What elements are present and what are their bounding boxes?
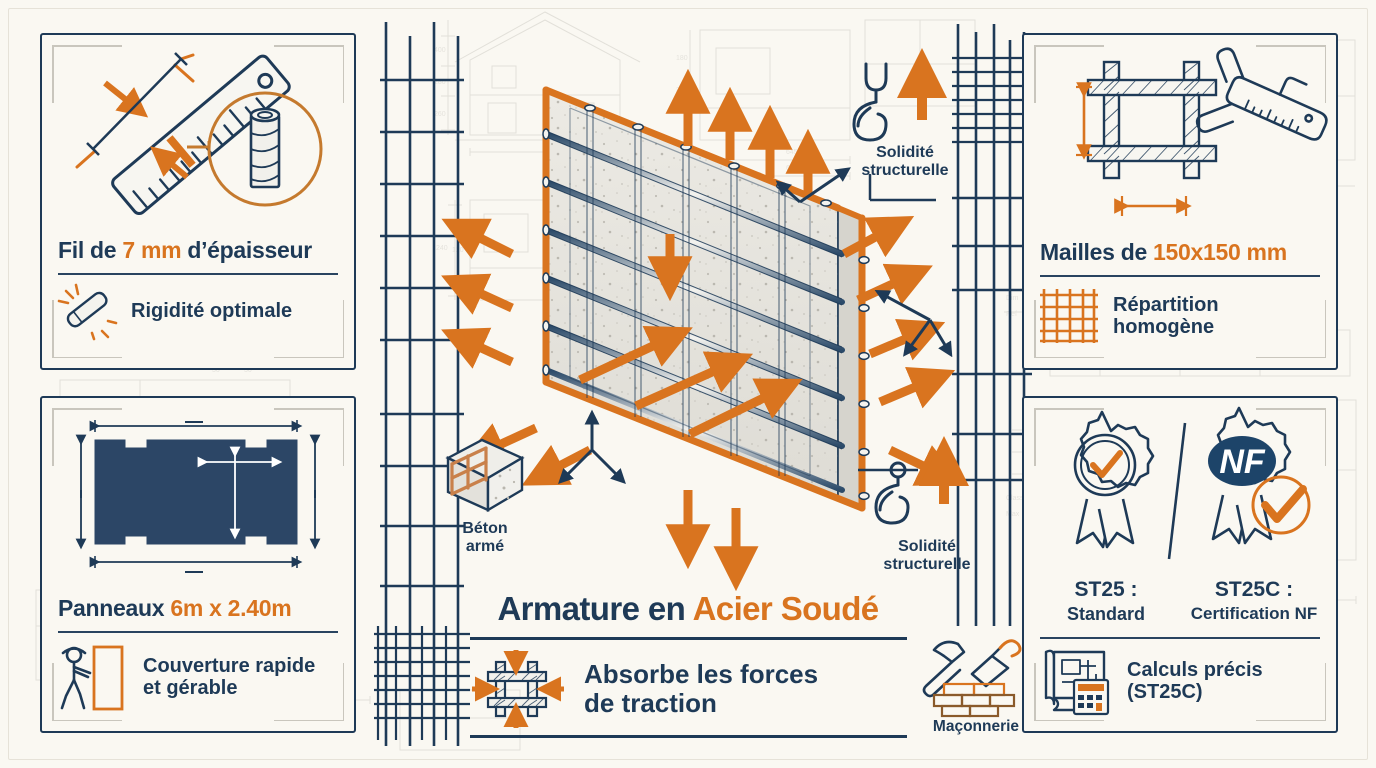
crane-hook-icon	[874, 436, 969, 525]
callout-maconnerie: Maçonnerie	[912, 628, 1040, 736]
callout-line2: armé	[465, 538, 505, 556]
callout-line2: structurelle	[861, 162, 949, 180]
callout-line2: structurelle	[883, 556, 971, 574]
title-prefix: Armature en	[497, 590, 693, 627]
card-footer: Rigidité optimale	[42, 275, 354, 341]
badge-right-line2: Certification NF	[1190, 604, 1318, 623]
center-divider-bottom	[470, 735, 907, 738]
card-divider	[1040, 275, 1320, 277]
badge-right-label: ST25C : Certification NF	[1180, 578, 1328, 625]
callout-solidite-top: Solidité structurelle	[840, 48, 970, 181]
certification-badges: NF	[1073, 406, 1311, 560]
card-divider	[58, 631, 338, 633]
card-title: Fil de 7 mm d’épaisseur	[42, 237, 354, 264]
rebar-cage-left	[374, 22, 470, 746]
title-highlight: Acier Soudé	[692, 590, 880, 627]
title-suffix: d’épaisseur	[181, 237, 312, 263]
nf-rosette-check-icon: NF	[1208, 406, 1311, 545]
footer-text: Calculs précis (ST25C)	[1127, 659, 1263, 704]
title-prefix: Mailles de	[1040, 239, 1154, 265]
card-title: Panneaux 6m x 2.40m	[42, 595, 354, 622]
orange-grid-icon	[1040, 289, 1098, 343]
title-prefix: Fil de	[58, 237, 123, 263]
callout-solidite-bottom: Solidité structurelle	[862, 436, 992, 575]
worker-carrying-panel-icon	[60, 645, 124, 711]
page-title: Armature en Acier Soudé	[448, 590, 928, 628]
panel-dimension-diagram-icon	[75, 419, 321, 573]
feature-line1: Absorbe les forces	[584, 658, 819, 689]
masonry-hammer-trowel-bricks-icon	[922, 639, 1022, 718]
force-arrows	[441, 68, 963, 592]
crane-hook-icon	[852, 48, 947, 142]
ruler-with-wire-magnifier-icon	[75, 52, 323, 216]
title-prefix: Panneaux	[58, 595, 171, 621]
mesh-compression-icon	[472, 650, 564, 728]
mesh-cell-caliper-icon	[1076, 47, 1328, 216]
footer-line1: Répartition	[1113, 293, 1219, 316]
rosette-check-icon	[1073, 410, 1155, 549]
badge-left-label: ST25 : Standard	[1032, 578, 1180, 625]
title-highlight: 7 mm	[122, 237, 182, 263]
title-highlight: 150x150 mm	[1153, 239, 1287, 265]
card-title: Mailles de 150x150 mm	[1024, 239, 1336, 266]
badge-left-line2: Standard	[1066, 604, 1145, 624]
callout-line1: Béton	[462, 520, 508, 537]
card-certifications[interactable]: NF ST25 : Standard ST25C : Certification…	[1022, 396, 1338, 733]
reinforced-concrete-block-icon	[445, 438, 525, 513]
card-footer: Répartition homogène	[1024, 277, 1336, 347]
badge-left-line1: ST25 :	[1074, 578, 1138, 601]
card-footer: Couverture rapide et gérable	[42, 633, 354, 713]
footer-line2: homogène	[1113, 316, 1215, 338]
center-divider-top	[470, 637, 907, 640]
footer-line1: Couverture rapide	[143, 654, 316, 677]
rigid-bar-shine-icon	[57, 283, 118, 341]
card-panneaux[interactable]: Panneaux 6m x 2.40m Couverture rapide et…	[40, 396, 356, 733]
card-fil-epaisseur[interactable]: Fil de 7 mm d’épaisseur Rigidité optimal…	[40, 33, 356, 370]
card-footer: Calculs précis (ST25C)	[1024, 639, 1336, 716]
footer-text: Rigidité optimale	[131, 299, 293, 322]
footer-line1: Calculs précis	[1127, 658, 1263, 681]
footer-line2: et gérable	[143, 677, 238, 699]
callout-beton-arme: Béton armé	[430, 432, 540, 557]
feature-line2: de traction	[584, 688, 717, 718]
blueprint-calculator-icon	[1044, 649, 1110, 716]
card-mailles[interactable]: Mailles de 150x150 mm Répartition homogè…	[1022, 33, 1338, 370]
center-feature: Absorbe les forces de traction	[470, 648, 900, 730]
badge-right-line1: ST25C :	[1214, 578, 1294, 601]
callout-line1: Solidité	[876, 144, 934, 161]
card-divider	[1040, 637, 1320, 639]
footer-line2: (ST25C)	[1127, 681, 1203, 703]
nf-badge-text: NF	[1219, 443, 1266, 481]
card-divider	[58, 273, 338, 275]
footer-text: Répartition homogène	[1113, 294, 1219, 339]
callout-line1: Solidité	[898, 538, 956, 555]
callout-line1: Maçonnerie	[932, 718, 1020, 735]
title-highlight: 6m x 2.40m	[170, 595, 292, 621]
footer-text: Couverture rapide et gérable	[143, 655, 315, 700]
